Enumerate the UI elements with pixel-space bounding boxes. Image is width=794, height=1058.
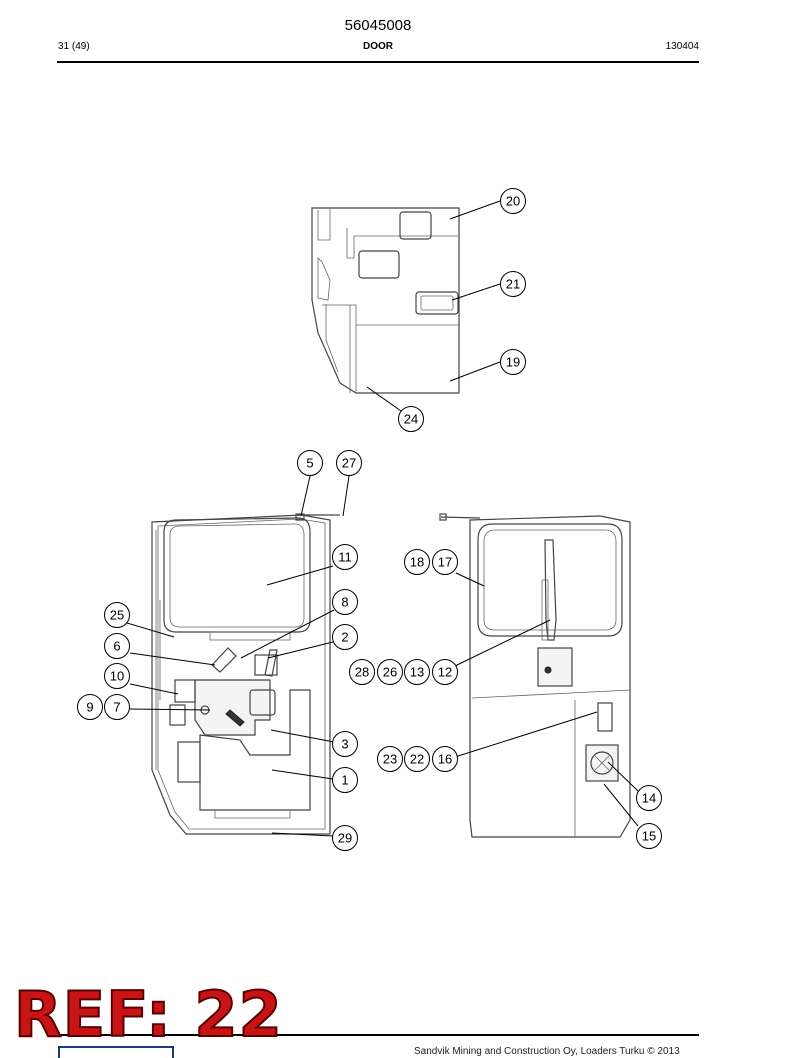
document-number: 56045008 [344, 17, 412, 34]
callout-2-label: 2 [341, 630, 348, 645]
reference-stamp: REF: 22 [13, 978, 283, 1051]
callout-10: 10 [104, 663, 130, 689]
door-outer-view [439, 513, 631, 838]
callout-28-label: 28 [355, 665, 369, 680]
callout-23: 23 [377, 746, 403, 772]
callout-21: 21 [500, 271, 526, 297]
callout-6-label: 6 [113, 639, 120, 654]
callout-19-label: 19 [506, 355, 520, 370]
callout-8-label: 8 [341, 595, 348, 610]
callout-18: 18 [404, 549, 430, 575]
company-logo [58, 1046, 174, 1058]
callout-5: 5 [297, 450, 323, 476]
callout-15: 15 [636, 823, 662, 849]
callout-7: 7 [104, 694, 130, 720]
callout-10-label: 10 [110, 669, 124, 684]
callout-17-label: 17 [438, 555, 452, 570]
callout-18-label: 18 [410, 555, 424, 570]
callout-27-label: 27 [342, 456, 356, 471]
leader-lines [126, 200, 639, 837]
callout-13: 13 [404, 659, 430, 685]
callout-28: 28 [349, 659, 375, 685]
callout-21-label: 21 [506, 277, 520, 292]
callout-26-label: 26 [383, 665, 397, 680]
page-indicator: 31 (49) [58, 41, 90, 52]
callout-24-label: 24 [404, 412, 418, 427]
callout-1: 1 [332, 767, 358, 793]
callout-8: 8 [332, 589, 358, 615]
callout-26: 26 [377, 659, 403, 685]
callout-7-label: 7 [113, 700, 120, 715]
callout-19: 19 [500, 349, 526, 375]
callout-5-label: 5 [306, 456, 313, 471]
footer-divider [57, 1034, 699, 1036]
callout-16: 16 [432, 746, 458, 772]
callout-14: 14 [636, 785, 662, 811]
callout-15-label: 15 [642, 829, 656, 844]
callout-25: 25 [104, 602, 130, 628]
callout-23-label: 23 [383, 752, 397, 767]
header-divider [57, 61, 699, 63]
callout-29: 29 [332, 825, 358, 851]
callout-12-label: 12 [438, 665, 452, 680]
date-code: 130404 [665, 41, 699, 52]
callout-9: 9 [77, 694, 103, 720]
callout-14-label: 14 [642, 791, 656, 806]
callout-27: 27 [336, 450, 362, 476]
callout-22-label: 22 [410, 752, 424, 767]
callout-1-label: 1 [341, 773, 348, 788]
callout-29-label: 29 [338, 831, 352, 846]
callout-3: 3 [332, 731, 358, 757]
callout-6: 6 [104, 633, 130, 659]
callout-13-label: 13 [410, 665, 424, 680]
callout-2: 2 [332, 624, 358, 650]
callout-20-label: 20 [506, 194, 520, 209]
footer-copyright: Sandvik Mining and Construction Oy, Load… [414, 1046, 680, 1057]
callout-12: 12 [432, 659, 458, 685]
callout-9-label: 9 [86, 700, 93, 715]
section-title: DOOR [363, 41, 393, 52]
callout-24: 24 [398, 406, 424, 432]
callout-25-label: 25 [110, 608, 124, 623]
callout-11: 11 [332, 544, 358, 570]
callout-20: 20 [500, 188, 526, 214]
callout-22: 22 [404, 746, 430, 772]
door-panel-view [311, 207, 460, 394]
callout-3-label: 3 [341, 737, 348, 752]
callout-11-label: 11 [338, 550, 352, 565]
door-inner-view [151, 513, 340, 835]
callout-17: 17 [432, 549, 458, 575]
callout-16-label: 16 [438, 752, 452, 767]
